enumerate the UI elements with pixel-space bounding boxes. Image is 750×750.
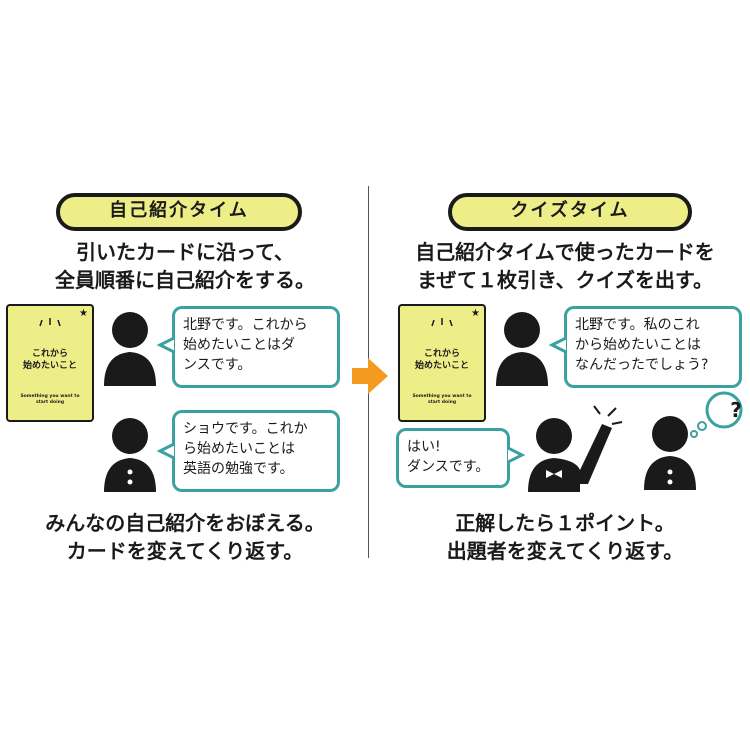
person-raising-hand-icon (528, 405, 623, 492)
left-heading-line1: 引いたカードに沿って、 (76, 240, 294, 264)
card-title-line1: これから (31, 349, 68, 359)
person-thinking-icon (644, 416, 696, 490)
bubble-tail (156, 336, 175, 354)
speech-bubble-kitano: 北野です。これから 始めたいことはダ ンスです。 (172, 306, 340, 388)
card-sub-line1: Something you want to (20, 394, 80, 399)
person-tuxedo-icon (104, 418, 156, 492)
star-icon: ★ (471, 308, 480, 319)
card-sub-line2: start doing (35, 400, 65, 405)
right-heading-line1: 自己紹介タイムで使ったカードを (415, 240, 715, 264)
bubble-tail (548, 336, 567, 354)
speech-bubble-shou: ショウです。これか ら始めたいことは 英語の勉強です。 (172, 410, 340, 492)
bubble-tail (507, 446, 526, 464)
speech-bubble-answer: はい! ダンスです。 (396, 428, 510, 488)
card-title-line2: 始めたいこと (22, 361, 77, 371)
topic-card: ★ これから 始めたいこと Something you want to star… (398, 304, 486, 422)
sparkle-icon (39, 318, 61, 327)
right-heading-line2: まぜて１枚引き、クイズを出す。 (417, 268, 713, 292)
card-sub-line1: Something you want to (412, 394, 472, 399)
speech-bubble-quiz: 北野です。私のこれ から始めたいことは なんだったでしょう? (564, 306, 742, 388)
left-heading-line2: 全員順番に自己紹介をする。 (55, 268, 315, 292)
quiz-label: クイズタイム (448, 193, 692, 231)
question-mark-icon: ? (730, 398, 742, 422)
left-footer-line2: カードを変えてくり返す。 (66, 539, 304, 563)
star-icon: ★ (79, 308, 88, 319)
right-footer-line2: 出題者を変えてくり返す。 (446, 539, 684, 563)
person-icon (496, 312, 548, 386)
right-footer-line1: 正解したら１ポイント。 (455, 511, 675, 535)
card-title-line1: これから (423, 349, 460, 359)
card-sub-line2: start doing (427, 400, 457, 405)
bubble-tail (156, 442, 175, 460)
thought-bubble (690, 391, 743, 438)
topic-card: ★ これから 始めたいこと Something you want to star… (6, 304, 94, 422)
self-intro-label: 自己紹介タイム (56, 193, 302, 231)
arrow-right-icon (352, 358, 388, 394)
person-icon (104, 312, 156, 386)
sparkle-icon (431, 318, 453, 327)
left-footer-line1: みんなの自己紹介をおぼえる。 (45, 511, 325, 535)
card-title-line2: 始めたいこと (414, 361, 469, 371)
